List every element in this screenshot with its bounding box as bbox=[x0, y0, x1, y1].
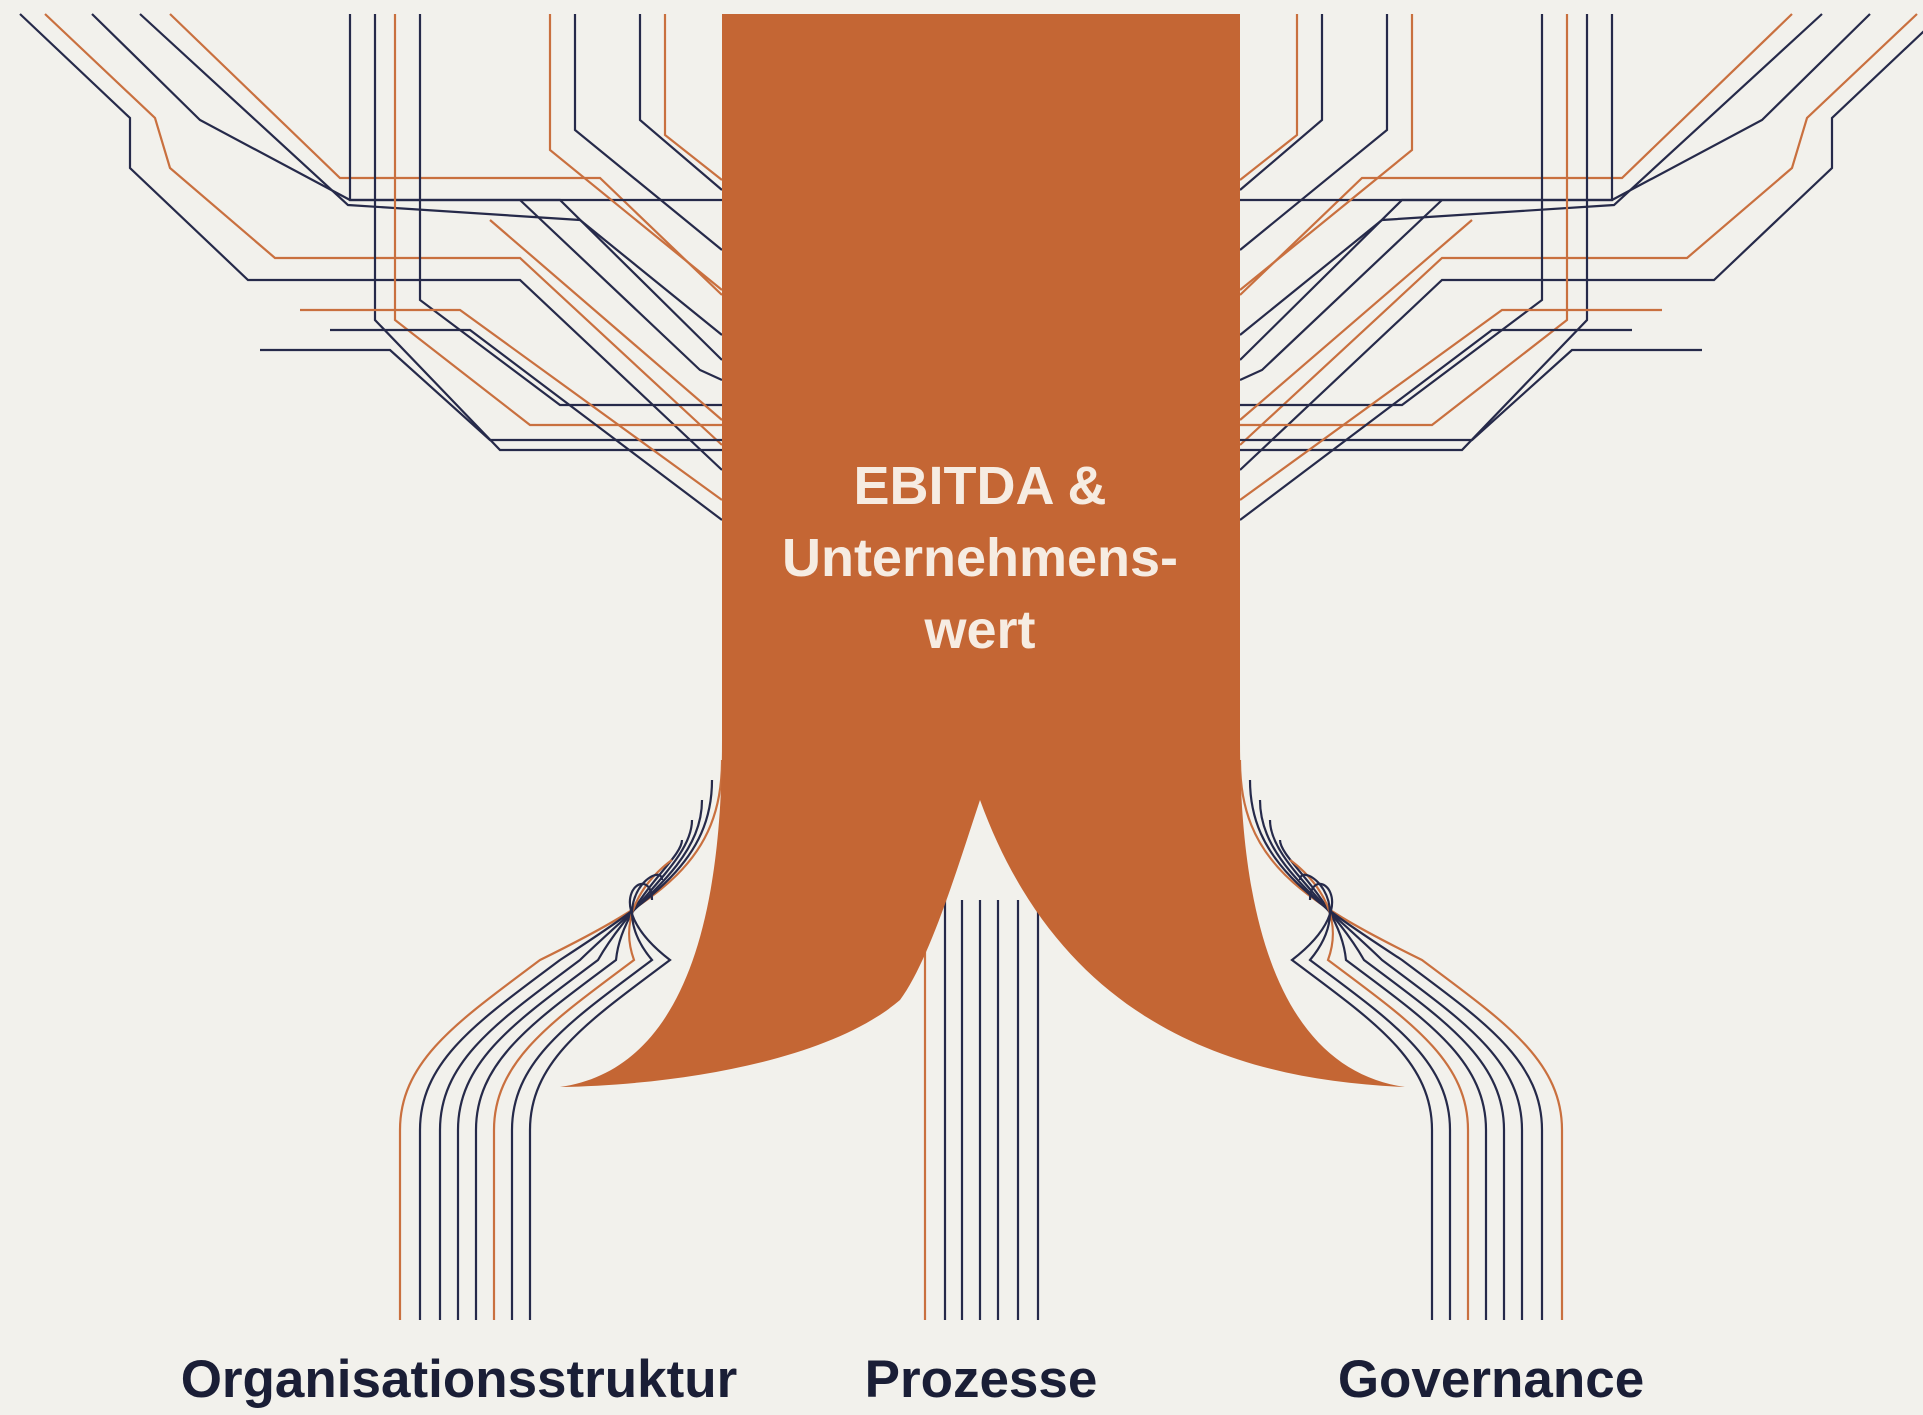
root-line-left-37 bbox=[418, 779, 714, 1320]
root-line-left-39 bbox=[456, 819, 694, 1320]
branch-line-upper-left-9 bbox=[548, 14, 723, 291]
root-line-right-44 bbox=[1238, 759, 1564, 1320]
center-label-line-3: wert bbox=[924, 600, 1036, 660]
root-line-right-48 bbox=[1278, 839, 1488, 1320]
root-line-right-51 bbox=[1290, 882, 1434, 1320]
branch-line-upper-right-27 bbox=[1239, 14, 1414, 291]
branch-line-upper-right-35 bbox=[1239, 308, 1662, 501]
branch-line-upper-right-18 bbox=[1239, 30, 1923, 471]
pillar-label-organisationsstruktur: Organisationsstruktur bbox=[180, 1350, 738, 1409]
center-label: EBITDA & Unternehmens- wert bbox=[720, 450, 1240, 666]
branch-line-upper-left-5 bbox=[348, 14, 722, 202]
branch-line-upper-right-21 bbox=[1239, 13, 1823, 336]
branch-line-upper-left-1 bbox=[44, 13, 723, 446]
branch-line-upper-right-33 bbox=[1240, 348, 1702, 442]
branch-line-upper-left-14 bbox=[489, 219, 723, 421]
branch-line-upper-left-10 bbox=[573, 14, 723, 251]
branch-line-upper-left-2 bbox=[91, 13, 723, 361]
branch-line-upper-left-4 bbox=[169, 13, 723, 296]
branch-line-upper-right-34 bbox=[1239, 328, 1632, 521]
branch-line-upper-left-15 bbox=[260, 348, 722, 442]
root-line-right-47 bbox=[1268, 819, 1506, 1320]
root-line-left-42 bbox=[510, 873, 664, 1320]
center-label-line-2: Unternehmens- bbox=[781, 528, 1179, 588]
branch-line-upper-left-11 bbox=[638, 14, 723, 191]
branch-line-upper-left-16 bbox=[330, 328, 723, 521]
branch-line-upper-left-0 bbox=[19, 13, 723, 471]
branch-line-upper-right-32 bbox=[1239, 219, 1473, 421]
branch-line-upper-left-13 bbox=[519, 199, 723, 382]
branch-line-upper-left-8 bbox=[418, 14, 722, 407]
branch-line-upper-left-6 bbox=[373, 14, 722, 452]
branch-line-upper-right-26 bbox=[1240, 14, 1544, 407]
branch-line-upper-left-12 bbox=[663, 14, 723, 181]
branch-line-upper-right-29 bbox=[1239, 14, 1324, 191]
root-line-left-40 bbox=[474, 839, 684, 1320]
pillar-label-governance: Governance bbox=[1337, 1350, 1645, 1409]
branch-line-upper-right-19 bbox=[1239, 13, 1918, 446]
root-line-left-36 bbox=[398, 759, 724, 1320]
branch-line-upper-right-22 bbox=[1239, 13, 1793, 296]
root-line-right-46 bbox=[1258, 799, 1524, 1320]
branch-line-upper-right-24 bbox=[1240, 14, 1589, 452]
root-line-right-45 bbox=[1248, 779, 1544, 1320]
branch-line-upper-left-7 bbox=[393, 14, 722, 427]
pillar-label-prozesse: Prozesse bbox=[864, 1350, 1098, 1409]
branch-line-upper-right-25 bbox=[1240, 14, 1569, 427]
branch-line-upper-right-23 bbox=[1240, 14, 1614, 202]
branch-line-upper-right-20 bbox=[1239, 13, 1871, 361]
center-label-line-1: EBITDA & bbox=[853, 456, 1107, 516]
branch-line-upper-right-30 bbox=[1239, 14, 1299, 181]
branch-line-upper-right-28 bbox=[1239, 14, 1389, 251]
root-line-right-50 bbox=[1298, 873, 1452, 1320]
branch-line-upper-right-31 bbox=[1239, 199, 1443, 382]
branch-lines bbox=[19, 13, 1923, 1320]
root-line-left-38 bbox=[438, 799, 704, 1320]
value-trunk bbox=[560, 14, 1405, 1087]
branch-line-upper-left-3 bbox=[139, 13, 723, 336]
branch-line-upper-left-17 bbox=[300, 308, 723, 501]
root-line-left-43 bbox=[528, 882, 672, 1320]
